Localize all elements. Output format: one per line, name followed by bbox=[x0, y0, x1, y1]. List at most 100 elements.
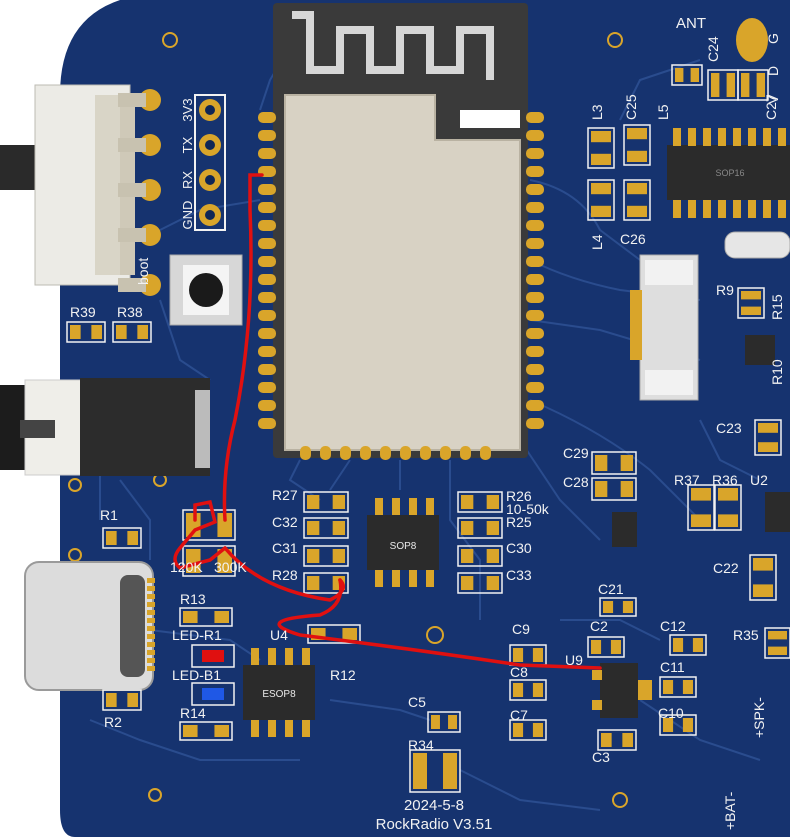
component-outline bbox=[182, 509, 236, 541]
chip-pin bbox=[703, 200, 711, 218]
smd-component bbox=[112, 321, 152, 343]
component-pad bbox=[307, 521, 320, 535]
chip-pin bbox=[392, 570, 400, 587]
smd-component bbox=[587, 636, 625, 658]
component-label: L5 bbox=[655, 104, 671, 120]
component-label: LED-R1 bbox=[172, 627, 222, 643]
component-label: C11 bbox=[660, 659, 685, 675]
component-outline bbox=[307, 624, 361, 644]
small-ics bbox=[612, 335, 790, 547]
smd-component bbox=[623, 124, 651, 166]
component-pad bbox=[610, 640, 621, 654]
component-outline bbox=[303, 491, 349, 513]
smd-component bbox=[182, 509, 236, 541]
component-outline bbox=[179, 721, 233, 741]
antenna-label: ANT bbox=[676, 15, 706, 32]
module-pad bbox=[526, 256, 544, 267]
smd-component bbox=[659, 714, 697, 736]
component-label: L3 bbox=[589, 104, 605, 120]
component-label: R35 bbox=[733, 627, 759, 643]
component-pad bbox=[532, 723, 543, 737]
chip-body bbox=[612, 512, 637, 547]
chip-pins bbox=[375, 498, 434, 587]
component-label: C24 bbox=[705, 36, 721, 62]
component-pad bbox=[591, 131, 611, 143]
header-pins bbox=[199, 99, 221, 226]
connector-pins bbox=[118, 89, 161, 296]
smd-component bbox=[737, 287, 765, 319]
module-pad bbox=[526, 238, 544, 249]
module-pad bbox=[258, 220, 276, 231]
module-pad bbox=[526, 274, 544, 285]
chip-pin bbox=[375, 498, 383, 515]
component-pad bbox=[726, 73, 735, 97]
component-outline bbox=[591, 451, 637, 475]
connector-pin-body bbox=[118, 228, 146, 242]
smd-component bbox=[587, 179, 615, 221]
module-pad bbox=[258, 148, 276, 159]
chip-pin bbox=[285, 648, 293, 665]
led-blue bbox=[202, 688, 224, 700]
boot-button[interactable]: boot bbox=[135, 254, 243, 326]
component-pad bbox=[461, 495, 474, 509]
chip-pins bbox=[673, 128, 786, 218]
chip-pin bbox=[285, 720, 293, 737]
component-pad bbox=[461, 549, 474, 563]
module-pad bbox=[526, 364, 544, 375]
battery-connector bbox=[0, 84, 161, 296]
button-cap[interactable] bbox=[189, 273, 223, 307]
component-outline bbox=[457, 572, 503, 594]
module-pad bbox=[526, 184, 544, 195]
mounting-hole bbox=[426, 626, 444, 644]
led-red bbox=[202, 650, 224, 662]
component-pad bbox=[448, 715, 457, 729]
component-pad bbox=[711, 73, 720, 97]
component-outline bbox=[587, 179, 615, 221]
sop8-chip: SOP8 bbox=[367, 498, 439, 587]
smd-component bbox=[737, 69, 769, 101]
component-pad bbox=[595, 481, 608, 497]
smd-component bbox=[457, 517, 503, 539]
smd-component bbox=[623, 179, 651, 221]
component-pad bbox=[603, 601, 614, 613]
component-outline bbox=[66, 321, 106, 343]
module-pad bbox=[258, 202, 276, 213]
component-label: C31 bbox=[272, 540, 298, 556]
chip-pin bbox=[302, 648, 310, 665]
module-pad bbox=[420, 446, 431, 460]
usb-pin bbox=[147, 586, 155, 591]
chip-pin bbox=[733, 128, 741, 146]
component-label: C29 bbox=[563, 445, 589, 461]
smd-component bbox=[671, 64, 703, 86]
component-label: R15 bbox=[769, 294, 785, 320]
component-pad bbox=[513, 683, 524, 697]
jack-body bbox=[80, 378, 210, 476]
component-label: R38 bbox=[117, 304, 143, 320]
component-label: L4 bbox=[589, 234, 605, 250]
component-pad bbox=[673, 638, 684, 652]
component-label: R34 bbox=[408, 737, 434, 753]
component-pad bbox=[413, 753, 427, 789]
component-label: R39 bbox=[70, 304, 96, 320]
component-pad bbox=[591, 205, 611, 217]
smd-component bbox=[509, 719, 547, 741]
component-pad bbox=[691, 514, 711, 527]
component-pad bbox=[214, 611, 229, 623]
component-label: V bbox=[765, 94, 781, 104]
component-pad bbox=[127, 531, 138, 545]
component-pad bbox=[461, 576, 474, 590]
chip-pin bbox=[673, 128, 681, 146]
component-pad bbox=[137, 325, 148, 339]
smd-component bbox=[409, 749, 461, 793]
component-label: C9 bbox=[512, 621, 530, 637]
esop8-label: ESOP8 bbox=[262, 689, 296, 700]
smd-component bbox=[509, 679, 547, 701]
sop16-chip: SOP16 bbox=[667, 128, 790, 218]
module-pad bbox=[526, 382, 544, 393]
header-pin-label: RX bbox=[180, 171, 195, 189]
component-pad bbox=[183, 725, 198, 737]
component-pad bbox=[513, 648, 524, 662]
component-outline bbox=[659, 714, 697, 736]
smd-component bbox=[754, 419, 782, 456]
